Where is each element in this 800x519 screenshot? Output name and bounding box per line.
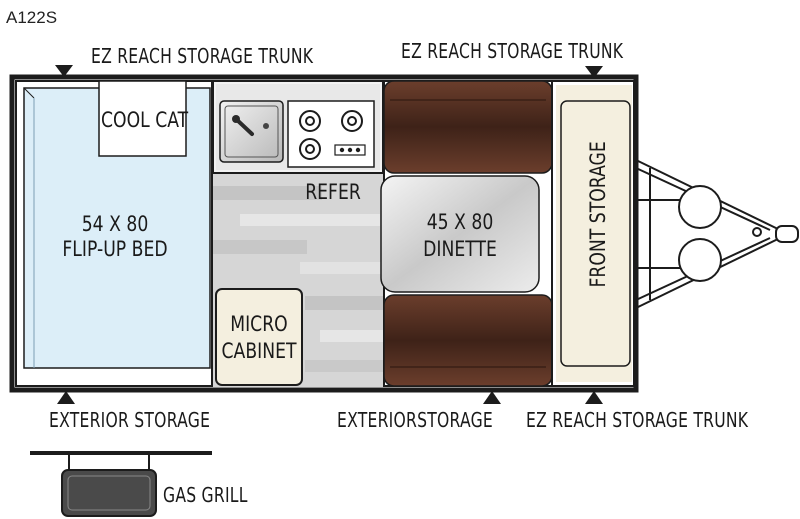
gas-grill-label: GAS GRILL [163,483,248,507]
location-markers [55,65,603,404]
refer-label: REFER [305,180,361,204]
micro-label-line2: CABINET [221,339,297,363]
trunk-label-bottom-right: EZ REACH STORAGE TRUNK [526,408,749,432]
exterior-storage-label-mid: EXTERIORSTORAGE [337,408,493,432]
cool-cat-label: COOL CAT [101,108,189,132]
dinette-seat-top [383,80,553,174]
gas-grill-icon [30,451,212,517]
dinette-seat-bottom [383,294,553,387]
dinette-size-label: 45 X 80 [426,210,494,234]
bed-name-label: FLIP-UP BED [62,237,168,261]
front-storage-label: FRONT STORAGE [586,141,610,288]
bed-size-label: 54 X 80 [81,212,149,236]
trunk-label-top-left: EZ REACH STORAGE TRUNK [91,44,314,68]
floor-area [212,172,384,387]
burner-icons [299,110,363,160]
model-name: A122S [6,8,58,27]
cool-cat-unit [98,80,187,157]
trunk-label-top-right: EZ REACH STORAGE TRUNK [401,39,624,63]
exterior-storage-label-left: EXTERIOR STORAGE [49,408,211,432]
micro-label-line1: MICRO [230,312,288,336]
dinette-name-label: DINETTE [423,237,497,261]
trailer-hitch [635,159,799,309]
stove [287,100,375,168]
dinette-table [380,175,540,293]
micro-cabinet [215,288,303,386]
